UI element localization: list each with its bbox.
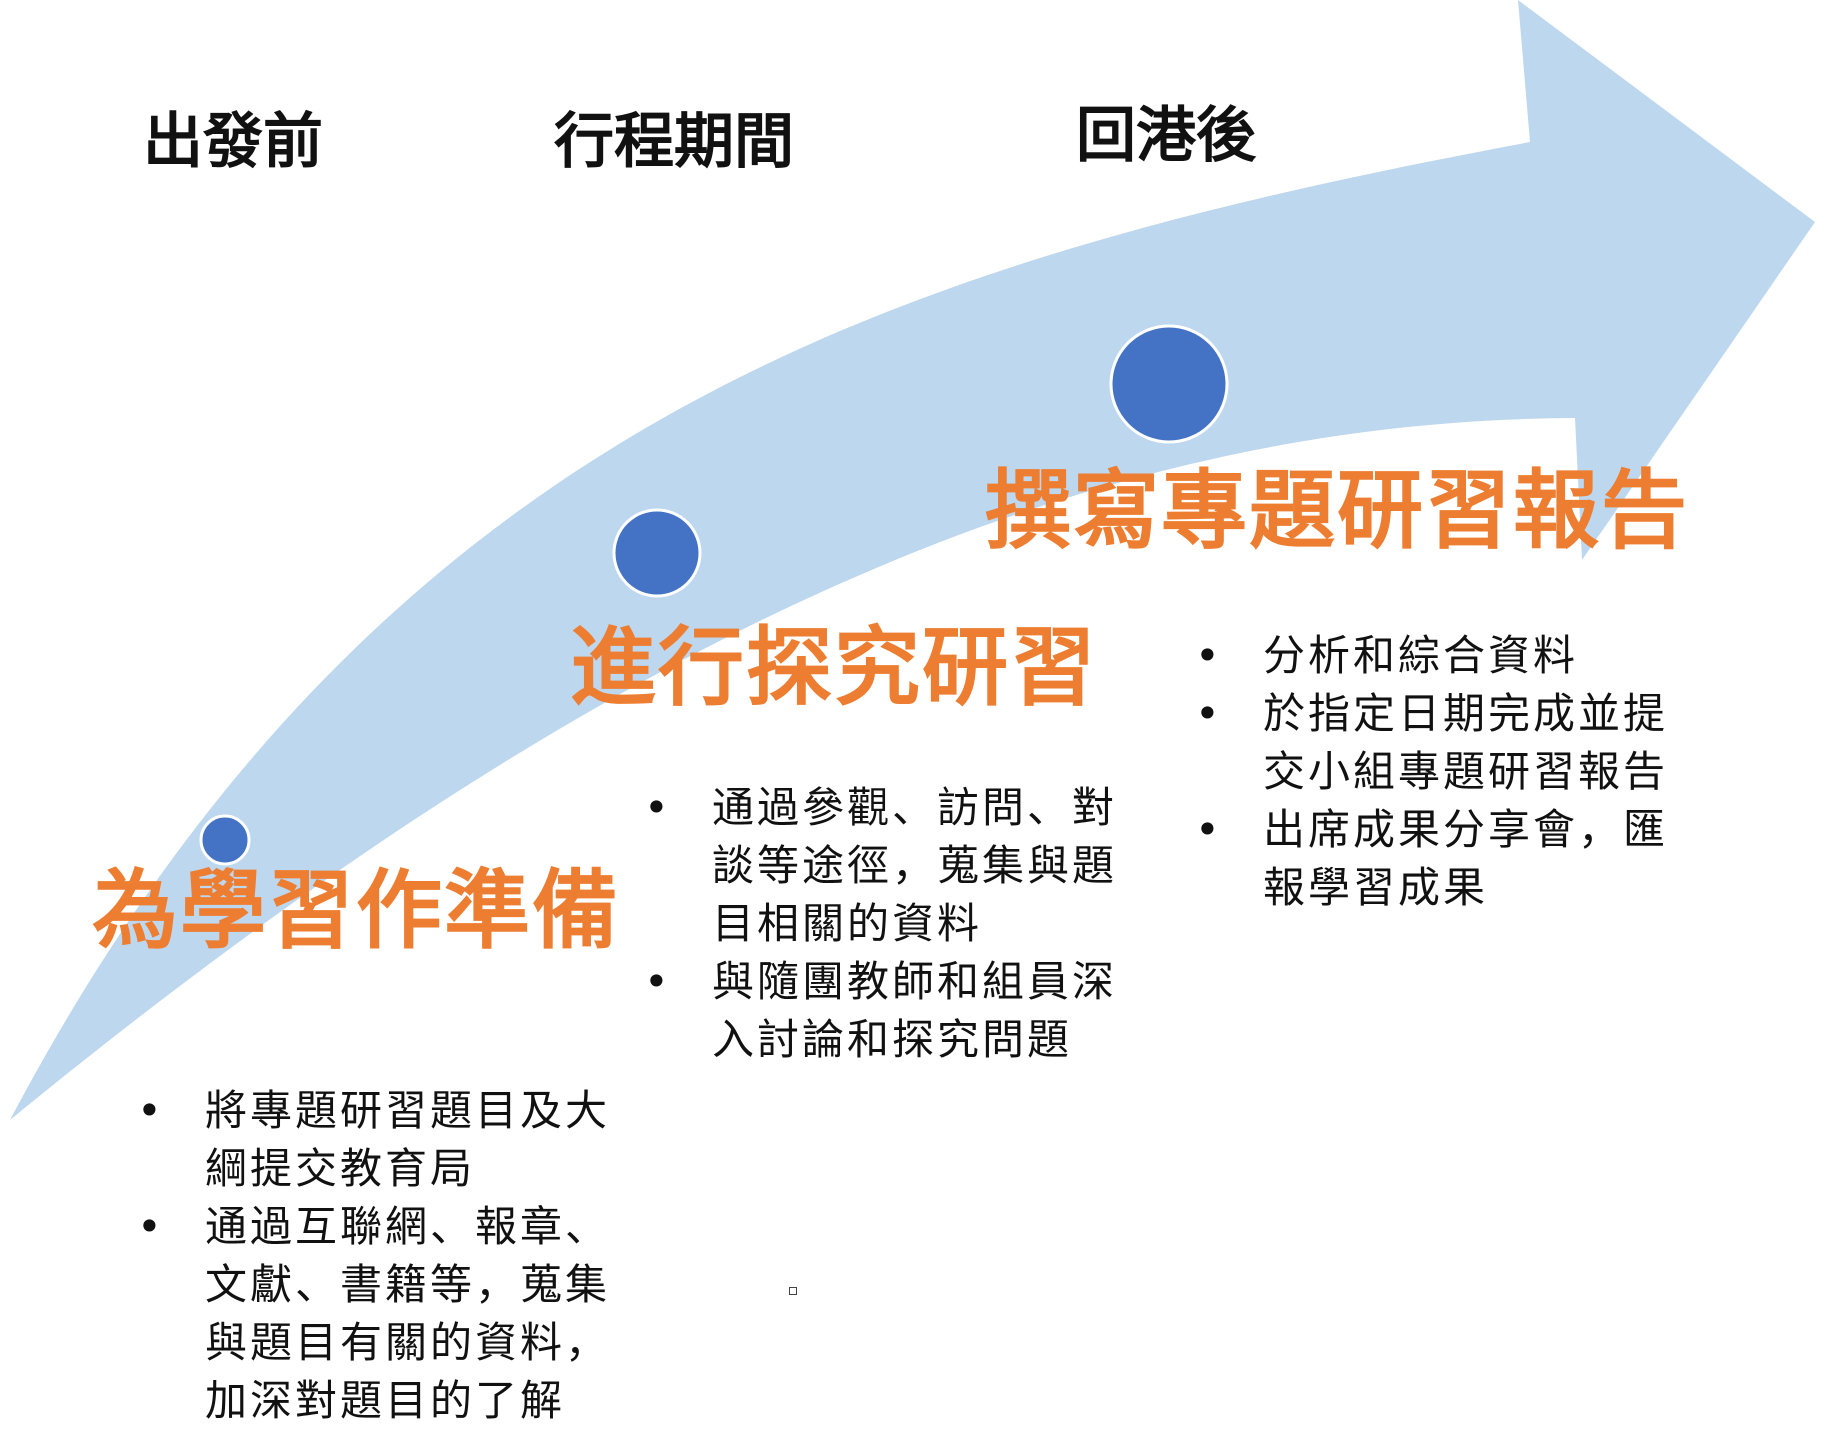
- bullet-text: 將專題研習題目及大綱提交教育局: [205, 1086, 611, 1193]
- bullet-list-inquiry: • 通過參觀、訪問、對談等途徑，蒐集與題目相關的資料 • 與隨團教師和組員深入討…: [644, 779, 1149, 1069]
- bullet-text: 出席成果分享會，匯報學習成果: [1263, 805, 1669, 912]
- list-item: • 於指定日期完成並提交小組專題研習報告: [1195, 685, 1710, 801]
- bullet-text: 於指定日期完成並提交小組專題研習報告: [1263, 689, 1669, 796]
- phase-label-before: 出發前: [143, 107, 323, 177]
- list-item: • 分析和綜合資料: [1195, 627, 1710, 685]
- list-item: • 將專題研習題目及大綱提交教育局: [137, 1082, 642, 1198]
- bullet-dot-icon: •: [1195, 805, 1220, 854]
- milestone-circle-icon: [1109, 324, 1229, 444]
- bullet-dot-icon: •: [137, 1202, 162, 1251]
- bullet-dot-icon: •: [137, 1086, 162, 1135]
- step-title-report: 撰寫專題研習報告: [985, 461, 1689, 561]
- bullet-text: 與隨團教師和組員深入討論和探究問題: [712, 957, 1118, 1064]
- curved-arrow-shape: [10, 0, 1815, 1120]
- list-item: • 通過參觀、訪問、對談等途徑，蒐集與題目相關的資料: [644, 779, 1149, 953]
- bullet-text: 分析和綜合資料: [1263, 631, 1579, 680]
- phase-label-after: 回港後: [1076, 101, 1256, 171]
- phase-label-during: 行程期間: [554, 107, 794, 177]
- bullet-list-prepare: • 將專題研習題目及大綱提交教育局 • 通過互聯網、報章、文獻、書籍等，蒐集與題…: [137, 1082, 642, 1430]
- bullet-text: 通過互聯網、報章、文獻、書籍等，蒐集與題目有關的資料，加深對題目的了解: [205, 1202, 611, 1425]
- list-item: • 通過互聯網、報章、文獻、書籍等，蒐集與題目有關的資料，加深對題目的了解: [137, 1198, 642, 1430]
- bullet-dot-icon: •: [1195, 631, 1220, 680]
- bullet-dot-icon: •: [1195, 689, 1220, 738]
- step-title-inquiry: 進行探究研習: [570, 618, 1098, 718]
- milestone-circle-icon: [199, 814, 251, 866]
- stray-square-mark: [789, 1287, 797, 1295]
- list-item: • 出席成果分享會，匯報學習成果: [1195, 801, 1710, 917]
- bullet-list-report: • 分析和綜合資料 • 於指定日期完成並提交小組專題研習報告 • 出席成果分享會…: [1195, 627, 1710, 917]
- step-title-prepare: 為學習作準備: [92, 861, 620, 961]
- bullet-dot-icon: •: [644, 783, 669, 832]
- list-item: • 與隨團教師和組員深入討論和探究問題: [644, 953, 1149, 1069]
- bullet-dot-icon: •: [644, 957, 669, 1006]
- bullet-text: 通過參觀、訪問、對談等途徑，蒐集與題目相關的資料: [712, 783, 1118, 948]
- milestone-circle-icon: [612, 508, 702, 598]
